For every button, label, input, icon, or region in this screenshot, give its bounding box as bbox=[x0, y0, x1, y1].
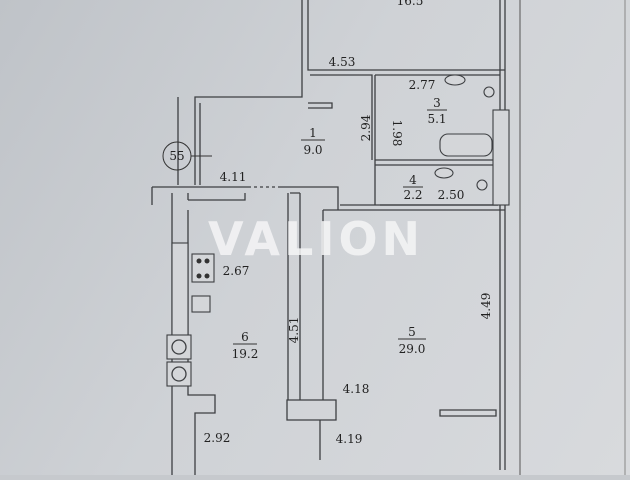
toilet-icon bbox=[476, 179, 488, 191]
sink-icon bbox=[434, 167, 454, 179]
watermark-logo: VALION bbox=[208, 212, 424, 266]
room-area: 29.0 bbox=[399, 342, 426, 356]
room-area: 19.2 bbox=[232, 347, 259, 361]
room-labels: 16.5 1 9.0 3 5.1 4 2.2 5 29.0 6 19.2 bbox=[232, 0, 447, 361]
shelf-icon bbox=[492, 109, 510, 206]
sink-icon bbox=[444, 74, 466, 86]
washer-icon bbox=[166, 361, 192, 387]
dimension: 2.67 bbox=[223, 264, 250, 278]
marker-label: 55 bbox=[169, 149, 184, 163]
dimension: 4.19 bbox=[336, 432, 363, 446]
washer-icon bbox=[166, 334, 192, 360]
room-area: 2.2 bbox=[403, 188, 422, 202]
bathtub-icon bbox=[439, 133, 493, 157]
room-number: 1 bbox=[309, 126, 317, 140]
room-number: 3 bbox=[433, 96, 441, 110]
page-edge-lines bbox=[519, 0, 626, 475]
dimension: 4.53 bbox=[329, 55, 356, 69]
dimension-labels: 4.53 2.77 2.94 1.98 4.11 2.50 2.67 4.51 … bbox=[204, 55, 493, 446]
room-area: 5.1 bbox=[427, 112, 446, 126]
room-area: 9.0 bbox=[303, 143, 322, 157]
dimension: 1.98 bbox=[390, 120, 404, 147]
marker-55: 55 bbox=[162, 141, 212, 171]
walls bbox=[151, 0, 506, 475]
dimension: 4.11 bbox=[220, 170, 247, 184]
dimension: 2.92 bbox=[204, 431, 231, 445]
room-number: 5 bbox=[408, 325, 416, 339]
fixtures bbox=[166, 74, 510, 387]
counter-icon bbox=[171, 242, 189, 344]
room-number: 6 bbox=[241, 330, 249, 344]
dimension: 4.18 bbox=[343, 382, 370, 396]
room-area: 16.5 bbox=[397, 0, 424, 8]
room-number: 4 bbox=[409, 173, 417, 187]
dimension: 2.50 bbox=[438, 188, 465, 202]
dimension: 4.51 bbox=[287, 317, 301, 344]
sink-icon bbox=[191, 295, 211, 313]
dimension: 4.49 bbox=[479, 293, 493, 320]
dimension: 2.94 bbox=[359, 114, 373, 141]
dimension: 2.77 bbox=[409, 78, 436, 92]
toilet-icon bbox=[483, 86, 495, 98]
